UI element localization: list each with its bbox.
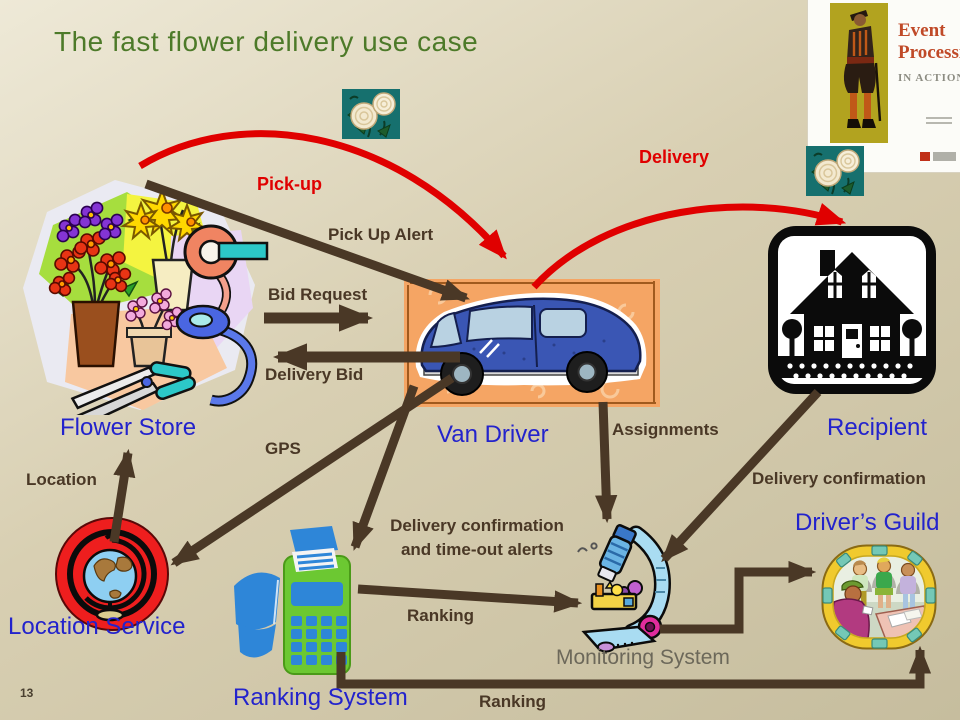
delivery-confirmation-alerts-line1: Delivery confirmation <box>390 516 564 535</box>
gps-label: GPS <box>265 439 301 458</box>
book-title-line1: Event <box>898 20 946 41</box>
delivery-bid-label: Delivery Bid <box>265 365 364 384</box>
monitoring-system-microscope-icon <box>577 524 671 653</box>
flower-store-label: Flower Store <box>60 414 197 441</box>
recipient-label: Recipient <box>827 414 928 441</box>
delivery-confirmation-alerts-label: Delivery confirmation and time-out alert… <box>368 514 586 562</box>
monitoring-to-guild-arrow <box>660 560 817 634</box>
drivers-guild-image <box>821 544 937 650</box>
publisher-logo-icon <box>920 152 956 161</box>
delivery-confirmation-alerts-line2: and time-out alerts <box>400 540 554 559</box>
page-number: 13 <box>20 686 34 700</box>
bid-request-label: Bid Request <box>268 285 368 304</box>
ranking-system-calculator-icon <box>234 526 351 675</box>
van-driver-label: Van Driver <box>437 421 549 448</box>
page-title: The fast flower delivery use case <box>54 26 479 57</box>
assignments-label: Assignments <box>612 420 719 439</box>
book-title-line3: IN ACTION <box>898 72 960 84</box>
book-author-lines <box>926 114 952 127</box>
assignments-arrow <box>595 401 618 524</box>
book-cover: Event Processing IN ACTION <box>808 0 960 172</box>
flower-store-image <box>23 180 269 415</box>
recipient-house-icon <box>768 226 936 394</box>
roses-icon <box>342 89 400 139</box>
location-service-globe-icon <box>55 517 169 631</box>
delivery-confirmation-label: Delivery confirmation <box>752 469 926 488</box>
book-title-line2: Processing <box>898 42 960 63</box>
roses-icon <box>806 146 864 196</box>
location-service-label: Location Service <box>8 613 186 640</box>
book-cover-figure <box>843 10 882 128</box>
monitoring-system-label: Monitoring System <box>556 646 730 669</box>
pickup-label: Pick-up <box>257 174 323 194</box>
drivers-guild-label: Driver’s Guild <box>795 509 940 536</box>
delivery-label: Delivery <box>639 147 710 167</box>
ranking-arrow <box>357 584 583 613</box>
ranking-system-label: Ranking System <box>233 684 408 711</box>
location-label: Location <box>26 470 97 489</box>
ranking-label: Ranking <box>407 606 475 625</box>
van-driver-image <box>404 279 660 407</box>
ranking-bottom-label: Ranking <box>479 692 547 711</box>
pickup-alert-label: Pick Up Alert <box>328 225 434 244</box>
